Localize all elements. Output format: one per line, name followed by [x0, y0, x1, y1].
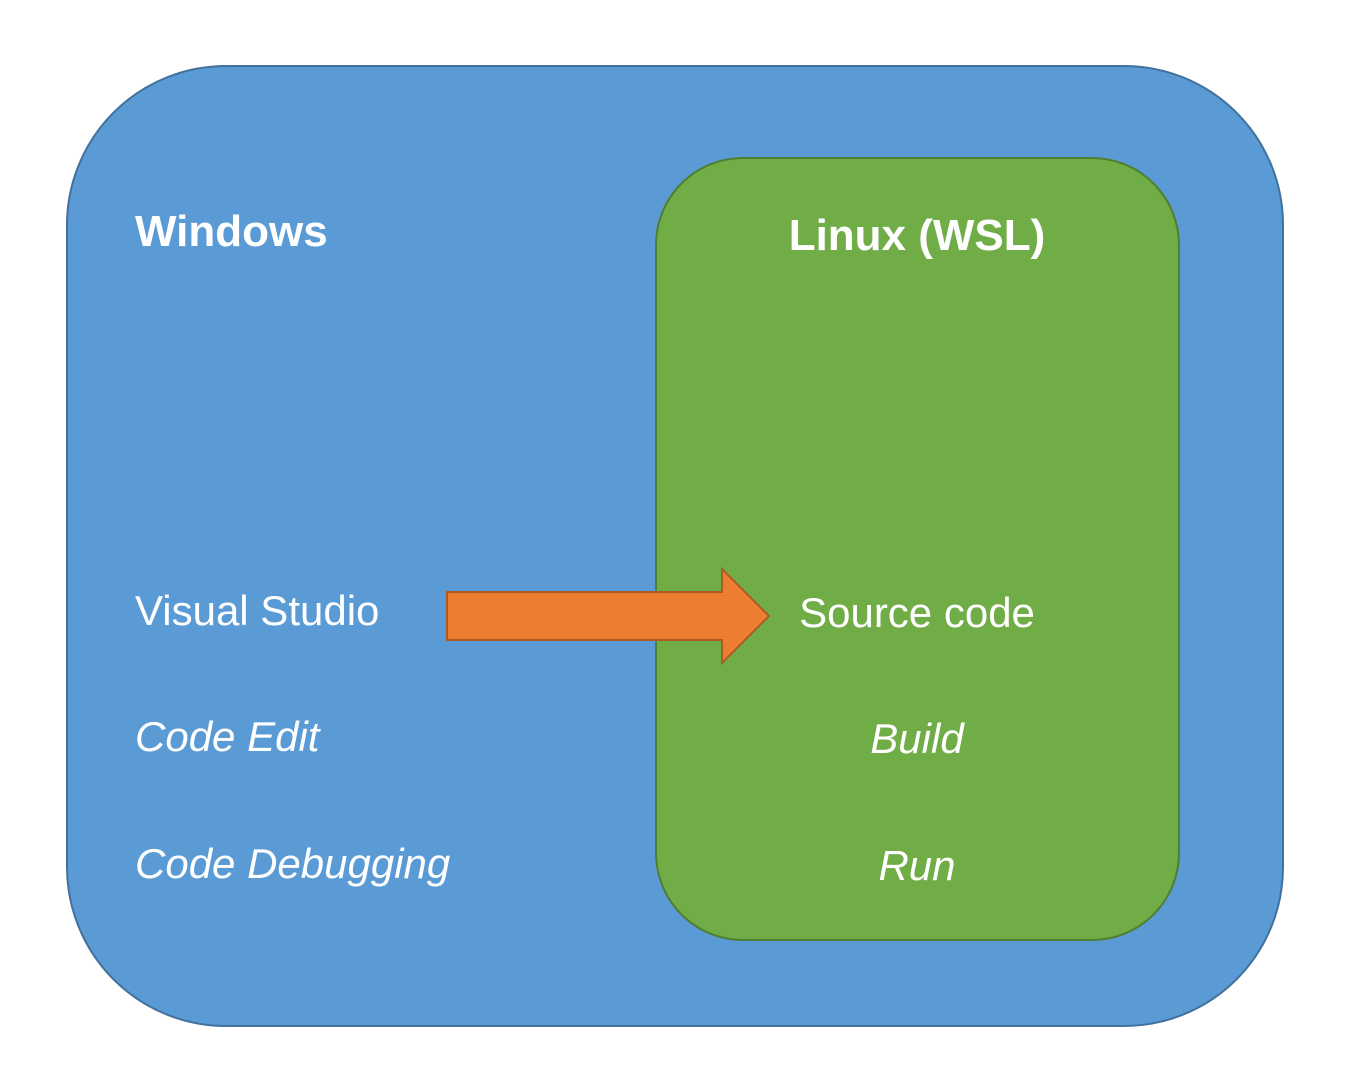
- source-code-label: Source code: [799, 589, 1035, 636]
- build-label: Build: [870, 715, 964, 762]
- run-label: Run: [878, 842, 956, 889]
- code-edit-label: Code Edit: [135, 713, 320, 760]
- linux-title: Linux (WSL): [788, 211, 1046, 260]
- windows-title: Windows: [135, 207, 328, 256]
- visual-studio-label: Visual Studio: [135, 587, 380, 634]
- code-debugging-label: Code Debugging: [135, 840, 451, 887]
- linux-wsl-container: [655, 157, 1180, 941]
